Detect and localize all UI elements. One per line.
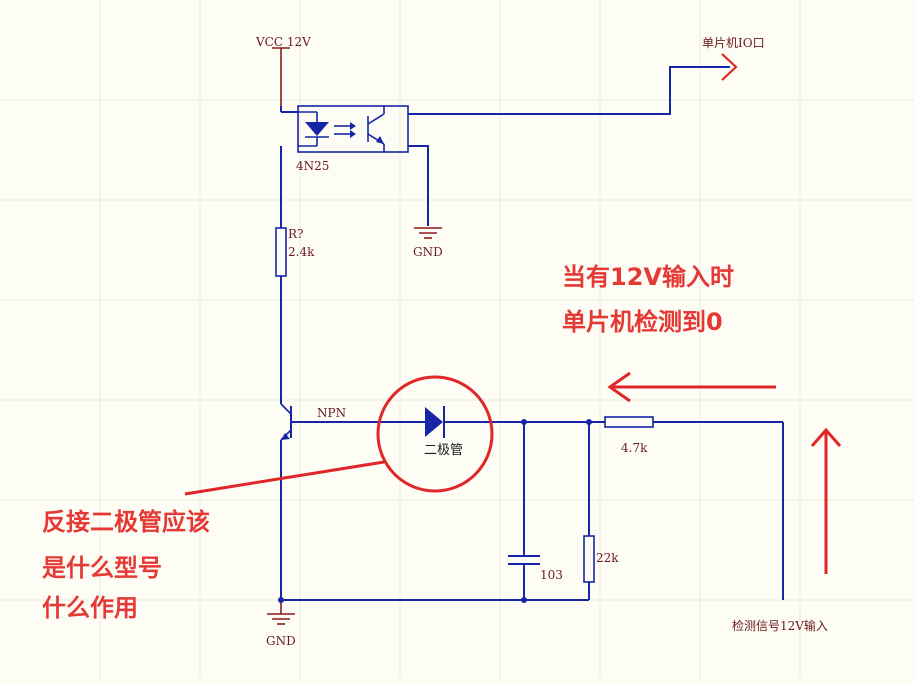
gnd-top-label: GND bbox=[413, 245, 443, 259]
vcc-symbol bbox=[272, 47, 290, 106]
gnd-symbol-bottom bbox=[267, 600, 295, 625]
diode bbox=[425, 406, 445, 438]
resistor-2-4k bbox=[275, 227, 287, 277]
diode-label: 二极管 bbox=[424, 443, 463, 458]
junction-dots bbox=[278, 419, 592, 603]
optocoupler bbox=[280, 105, 409, 153]
annotation-top-line2: 单片机检测到0 bbox=[562, 308, 723, 336]
resistor-pulldown-label: 22k bbox=[596, 551, 619, 565]
output-port-arrow bbox=[721, 53, 738, 81]
up-arrow bbox=[810, 427, 842, 574]
capacitor bbox=[508, 555, 540, 565]
npn-label: NPN bbox=[317, 406, 346, 420]
optocoupler-label: 4N25 bbox=[296, 159, 329, 173]
pointer-line bbox=[184, 460, 385, 496]
gnd-symbol-top bbox=[414, 227, 442, 239]
annotation-left-line1: 反接二极管应该 bbox=[42, 508, 210, 536]
output-wire bbox=[408, 66, 730, 115]
emitter-wire bbox=[408, 145, 429, 226]
gnd-bottom-label: GND bbox=[266, 634, 296, 648]
npn-transistor bbox=[280, 403, 314, 441]
mcu-io-label: 单片机IO口 bbox=[702, 36, 765, 50]
diode-highlight-circle bbox=[376, 375, 494, 493]
annotation-left-line2: 是什么型号 bbox=[42, 554, 162, 582]
resistor-22k bbox=[583, 535, 595, 583]
annotation-left-line3: 什么作用 bbox=[42, 594, 138, 622]
vcc-label: VCC 12V bbox=[255, 35, 311, 49]
capacitor-label: 103 bbox=[540, 568, 563, 582]
annotation-top-line1: 当有12V输入时 bbox=[562, 263, 734, 291]
resistor-value-label: 2.4k bbox=[288, 245, 315, 259]
resistor-ref-label: R? bbox=[288, 227, 303, 241]
resistor-4-7k bbox=[604, 416, 654, 428]
left-arrow bbox=[607, 371, 776, 403]
detect-input-label: 检测信号12V输入 bbox=[732, 618, 828, 633]
resistor-series-label: 4.7k bbox=[621, 441, 648, 455]
